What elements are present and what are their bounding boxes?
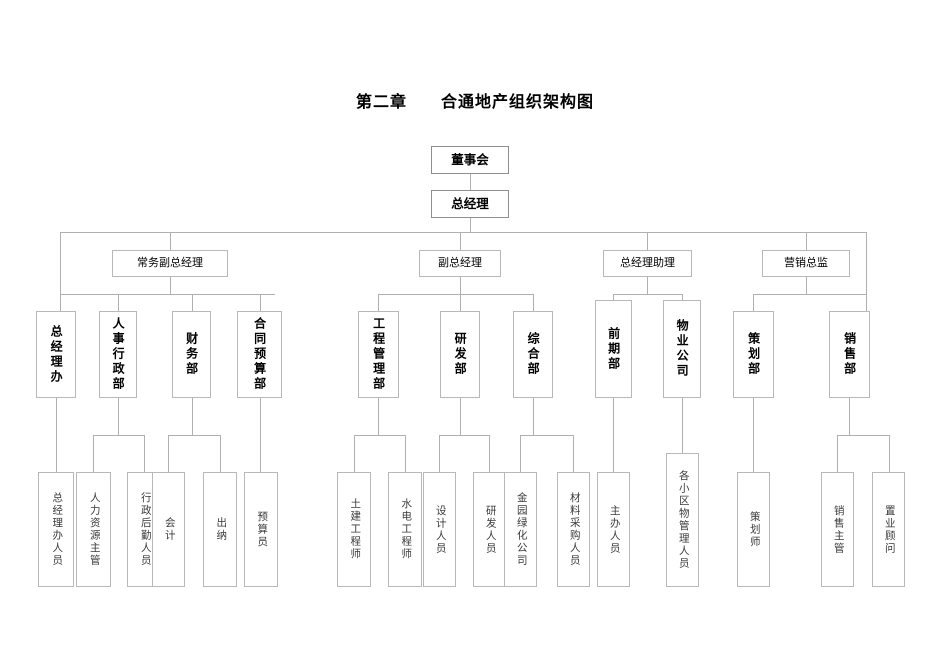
subbus-engineering [354, 435, 405, 436]
connector-eng-to-mep-engineer [405, 435, 406, 472]
connector-bus-right-spine [866, 232, 867, 294]
node-cashier[interactable]: 出纳 [203, 472, 237, 587]
node-marketing-director[interactable]: 营销总监 [762, 250, 850, 277]
connector-general-affairs-down [533, 398, 534, 435]
node-civil-engineer[interactable]: 土建工程师 [337, 472, 371, 587]
node-hr-supervisor[interactable]: 人力资源主管 [76, 472, 111, 587]
node-preliminary-dept[interactable]: 前期部 [595, 300, 632, 398]
connector-rnd-down [460, 398, 461, 435]
connector-subbus-to-contract-budget [260, 294, 261, 311]
connector-subbus-to-rnd [460, 294, 461, 311]
connector-ga-to-procurement [573, 435, 574, 472]
connector-subbus-to-engineering [378, 294, 379, 311]
connector-subbus-to-finance [192, 294, 193, 311]
node-designer[interactable]: 设计人员 [423, 472, 456, 587]
title-chapter: 第二章 [355, 94, 407, 111]
node-sales-dept[interactable]: 销售部 [829, 311, 870, 398]
subbus-rnd [439, 435, 489, 436]
connector-main-bus [60, 232, 866, 233]
node-rnd-dept[interactable]: 研发部 [440, 311, 480, 398]
node-gm-office[interactable]: 总经理办 [36, 311, 76, 398]
node-board-of-directors[interactable]: 董事会 [431, 146, 509, 174]
connector-ga-to-greening-co [520, 435, 521, 472]
node-contract-budget-dept[interactable]: 合同预算部 [237, 311, 282, 398]
page-title: 第二章 合通地产组织架构图 [0, 88, 950, 112]
connector-gm-office-to-staff [56, 398, 57, 472]
node-planner[interactable]: 策划师 [737, 472, 770, 587]
node-gm-assistant[interactable]: 总经理助理 [603, 250, 692, 277]
connector-subbus-to-sales [866, 294, 867, 311]
node-engineering-mgmt-dept[interactable]: 工程管理部 [358, 311, 399, 398]
node-community-property-staff[interactable]: 各小区物管理人员 [666, 453, 699, 587]
connector-marketing-director-down [806, 277, 807, 294]
subbus-deputy [378, 294, 533, 295]
node-general-affairs-dept[interactable]: 综合部 [513, 311, 553, 398]
connector-bus-to-gm-assistant [647, 232, 648, 250]
connector-sales-down [849, 398, 850, 435]
connector-deputy-down [460, 277, 461, 294]
connector-finance-to-accountant [168, 435, 169, 472]
title-main: 合通地产组织架构图 [441, 94, 595, 111]
node-material-procurement-staff[interactable]: 材料采购人员 [557, 472, 590, 587]
connector-bus-left-spine [60, 232, 61, 294]
node-finance-dept[interactable]: 财务部 [172, 311, 211, 398]
node-gm-office-staff[interactable]: 总经理办人员 [38, 472, 74, 587]
node-property-consultant[interactable]: 置业顾问 [872, 472, 905, 587]
node-general-manager[interactable]: 总经理 [431, 190, 509, 218]
connector-rnd-to-designer [439, 435, 440, 472]
connector-gm-assistant-down [647, 277, 648, 294]
node-hr-admin-dept[interactable]: 人事行政部 [99, 311, 137, 398]
connector-subbus-to-gm-office [60, 294, 61, 311]
node-rnd-staff[interactable]: 研发人员 [473, 472, 506, 587]
node-property-company[interactable]: 物业公司 [663, 300, 701, 398]
connector-engineering-down [378, 398, 379, 435]
subbus-sales [837, 435, 889, 436]
subbus-finance [168, 435, 220, 436]
connector-subbus-to-hr-admin [118, 294, 119, 311]
connector-planning-to-planner [753, 398, 754, 472]
connector-preliminary-to-officer [613, 398, 614, 472]
connector-bus-to-marketing-director [806, 232, 807, 250]
connector-finance-to-cashier [220, 435, 221, 472]
connector-subbus-to-general-affairs [533, 294, 534, 311]
subbus-gm-assistant [613, 294, 682, 295]
connector-exec-deputy-down [170, 277, 171, 294]
node-executive-deputy-gm[interactable]: 常务副总经理 [112, 250, 228, 277]
node-deputy-gm[interactable]: 副总经理 [419, 250, 501, 277]
connector-property-to-community-staff [682, 398, 683, 453]
connector-eng-to-civil-engineer [354, 435, 355, 472]
subbus-marketing-director [753, 294, 866, 295]
connector-board-to-gm [470, 174, 471, 190]
node-accountant[interactable]: 会计 [152, 472, 185, 587]
node-planning-dept[interactable]: 策划部 [733, 311, 774, 398]
connector-rnd-to-rnd-staff [489, 435, 490, 472]
subbus-general-affairs [520, 435, 573, 436]
connector-contract-budget-to-budgeter [260, 398, 261, 472]
connector-hr-admin-down [118, 398, 119, 435]
subbus-exec-deputy [60, 294, 275, 295]
connector-bus-to-deputy-gm-exec [170, 232, 171, 250]
node-officer-staff[interactable]: 主办人员 [597, 472, 630, 587]
connector-hr-to-admin-logistics [144, 435, 145, 472]
node-budgeter[interactable]: 预算员 [244, 472, 278, 587]
node-greening-company[interactable]: 金园绿化公司 [504, 472, 537, 587]
connector-sales-to-property-consultant [889, 435, 890, 472]
connector-bus-to-deputy-gm [460, 232, 461, 250]
connector-finance-down [192, 398, 193, 435]
connector-hr-to-hr-supervisor [93, 435, 94, 472]
connector-subbus-to-planning [753, 294, 754, 311]
connector-sales-to-sales-supervisor [837, 435, 838, 472]
subbus-hr-admin [93, 435, 144, 436]
node-mep-engineer[interactable]: 水电工程师 [388, 472, 422, 587]
connector-gm-to-bus [470, 218, 471, 232]
node-sales-supervisor[interactable]: 销售主管 [821, 472, 854, 587]
